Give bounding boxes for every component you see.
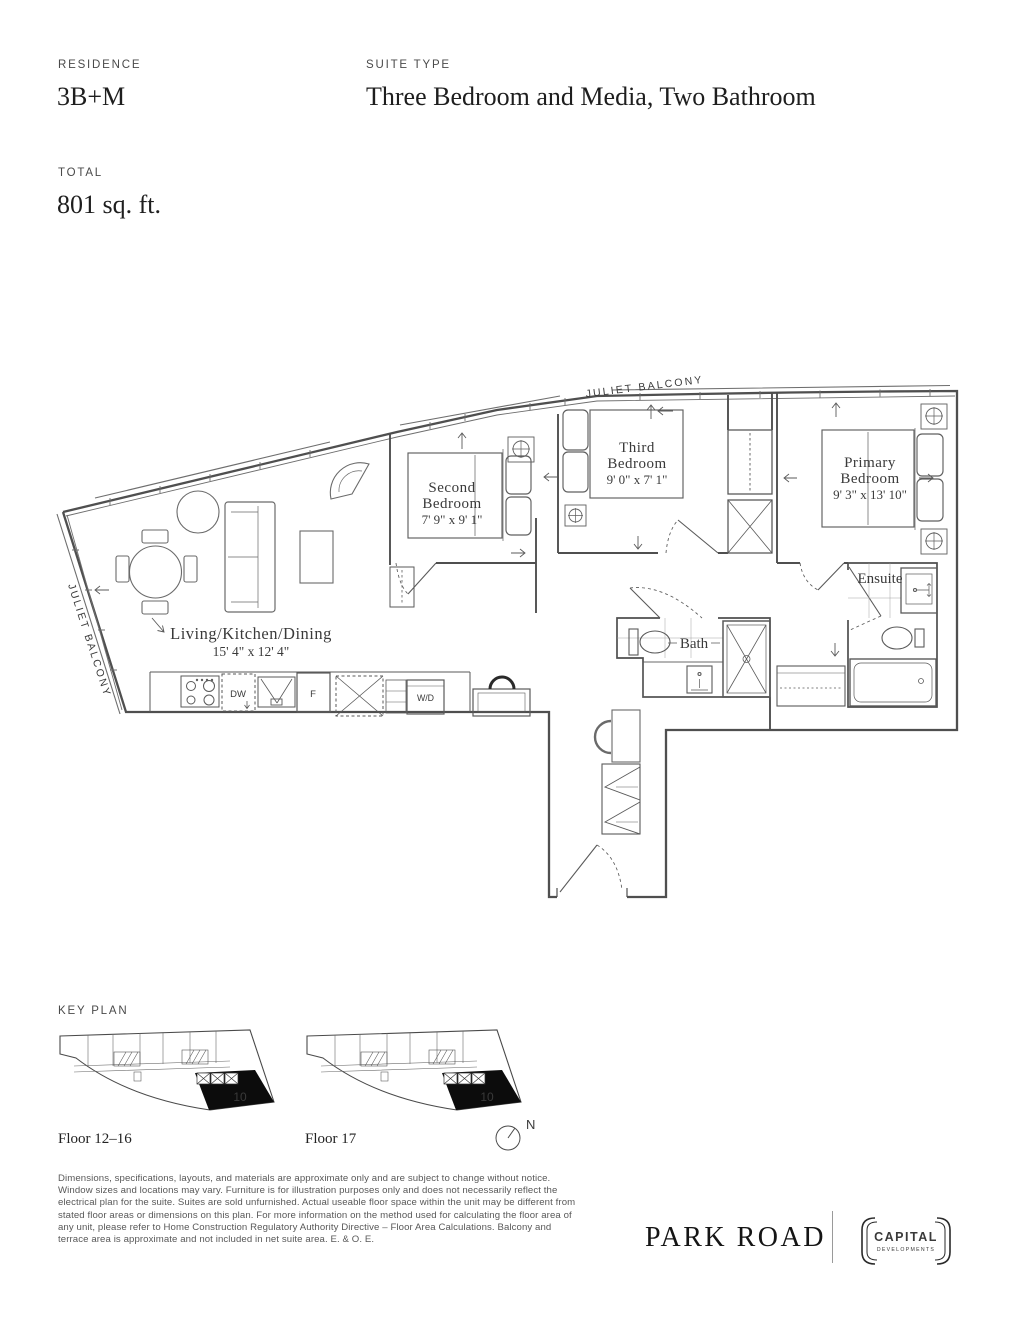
park-road-logo: PARK ROAD	[645, 1222, 826, 1253]
floor-plan: JULIET BALCONY JULIET BALCONY Second Bed…	[56, 374, 959, 899]
disclaimer-text: Dimensions, specifications, layouts, and…	[58, 1173, 576, 1246]
unit-outline	[61, 389, 959, 899]
dishwasher-icon	[221, 673, 256, 712]
door-swings	[395, 519, 882, 893]
key-plan: 10 10 N	[59, 1029, 535, 1151]
vanity-icon	[642, 661, 724, 698]
bathtub-icon	[849, 658, 937, 707]
pillow-icon	[916, 433, 944, 477]
closets	[389, 429, 846, 835]
dining-chair-icon	[183, 555, 198, 583]
key-plan-caption: Floor 12–16	[58, 1131, 132, 1147]
compass-icon	[495, 1125, 521, 1151]
balcony-top-label: JULIET BALCONY	[585, 374, 704, 400]
desk-chair-icon	[593, 719, 612, 755]
room-label: Living/Kitchen/Dining	[170, 624, 332, 643]
room-dims: 7' 9" x 9' 1"	[422, 512, 483, 527]
direction-arrows	[94, 402, 934, 657]
cooktop-icon	[180, 675, 220, 708]
toilet-icon	[881, 626, 913, 650]
shower-icon	[722, 620, 771, 698]
pillow-icon	[562, 451, 589, 493]
lounge-chair-icon	[329, 462, 370, 500]
room-label: Second	[428, 480, 475, 496]
suite-type-value: Three Bedroom and Media, Two Bathroom	[366, 82, 816, 111]
capital-developments-logo: CAPITAL DEVELOPMENTS	[861, 1217, 951, 1265]
appliance-label: W/D	[417, 693, 434, 703]
appliance-label: F	[310, 689, 316, 700]
pantry-icon	[335, 675, 384, 717]
total-value: 801 sq. ft.	[57, 190, 161, 219]
room-label: Ensuite	[858, 571, 903, 587]
bath-fixtures	[617, 618, 771, 698]
sofa-icon	[224, 501, 276, 613]
key-plan-floor-17: 10	[306, 1029, 522, 1111]
ceiling-light-icons	[507, 403, 948, 555]
room-label: Bath	[680, 636, 709, 652]
balcony-left-label: JULIET BALCONY	[65, 582, 113, 699]
kitchen	[149, 671, 531, 717]
developer-subtitle: DEVELOPMENTS	[877, 1247, 935, 1253]
toilet-icon	[628, 628, 639, 656]
pillow-icon	[562, 409, 589, 451]
room-dims: 9' 3" x 13' 10"	[833, 487, 907, 502]
dining-chair-icon	[141, 529, 169, 544]
footer-divider	[832, 1211, 833, 1263]
room-label: Bedroom	[422, 496, 481, 512]
room-dims: 15' 4" x 12' 4"	[213, 644, 290, 659]
total-label: TOTAL	[58, 167, 103, 179]
compass-north-label: N	[526, 1117, 535, 1132]
media-console-icon	[299, 530, 334, 584]
beds	[407, 409, 944, 541]
bath-sink-icon	[686, 665, 713, 694]
residence-label: RESIDENCE	[58, 59, 142, 71]
suite-type-label: SUITE TYPE	[366, 59, 451, 71]
interior-walls	[389, 393, 938, 897]
laundry-sink-icon	[472, 688, 531, 717]
media-desk-icon	[611, 709, 641, 763]
logo-brackets-icon	[861, 1217, 951, 1265]
dining-chair-icon	[141, 600, 169, 615]
dining-chair-icon	[115, 555, 130, 583]
bed-icon	[407, 452, 503, 539]
key-plan-caption: Floor 17	[305, 1131, 357, 1147]
dining-table-icon	[128, 545, 183, 599]
developer-name: CAPITAL	[874, 1230, 938, 1244]
side-table-icon	[176, 490, 220, 534]
room-dims: 9' 0" x 7' 1"	[607, 472, 668, 487]
kitchen-sink-icon	[257, 676, 296, 708]
key-plan-label: KEY PLAN	[58, 1005, 129, 1017]
appliance-label: DW	[230, 689, 246, 700]
ensuite-sink-icon	[900, 567, 938, 614]
washer-dryer-icon	[406, 679, 445, 715]
bed-icon	[821, 429, 915, 528]
window-glazing	[56, 384, 956, 715]
room-label: Bedroom	[607, 456, 666, 472]
pillow-icon	[505, 455, 532, 495]
room-label: Primary	[844, 455, 896, 471]
unit-number: 10	[233, 1090, 247, 1104]
unit-number: 10	[480, 1090, 494, 1104]
room-label: Third	[619, 440, 655, 456]
room-label: Bedroom	[840, 471, 899, 487]
residence-value: 3B+M	[57, 82, 126, 111]
ensuite-fixtures	[848, 563, 938, 707]
pillow-icon	[505, 496, 532, 536]
pillow-icon	[916, 478, 944, 522]
fridge-icon	[296, 672, 331, 713]
living-furniture	[115, 462, 641, 763]
key-plan-floor-12-16: 10	[59, 1029, 275, 1111]
